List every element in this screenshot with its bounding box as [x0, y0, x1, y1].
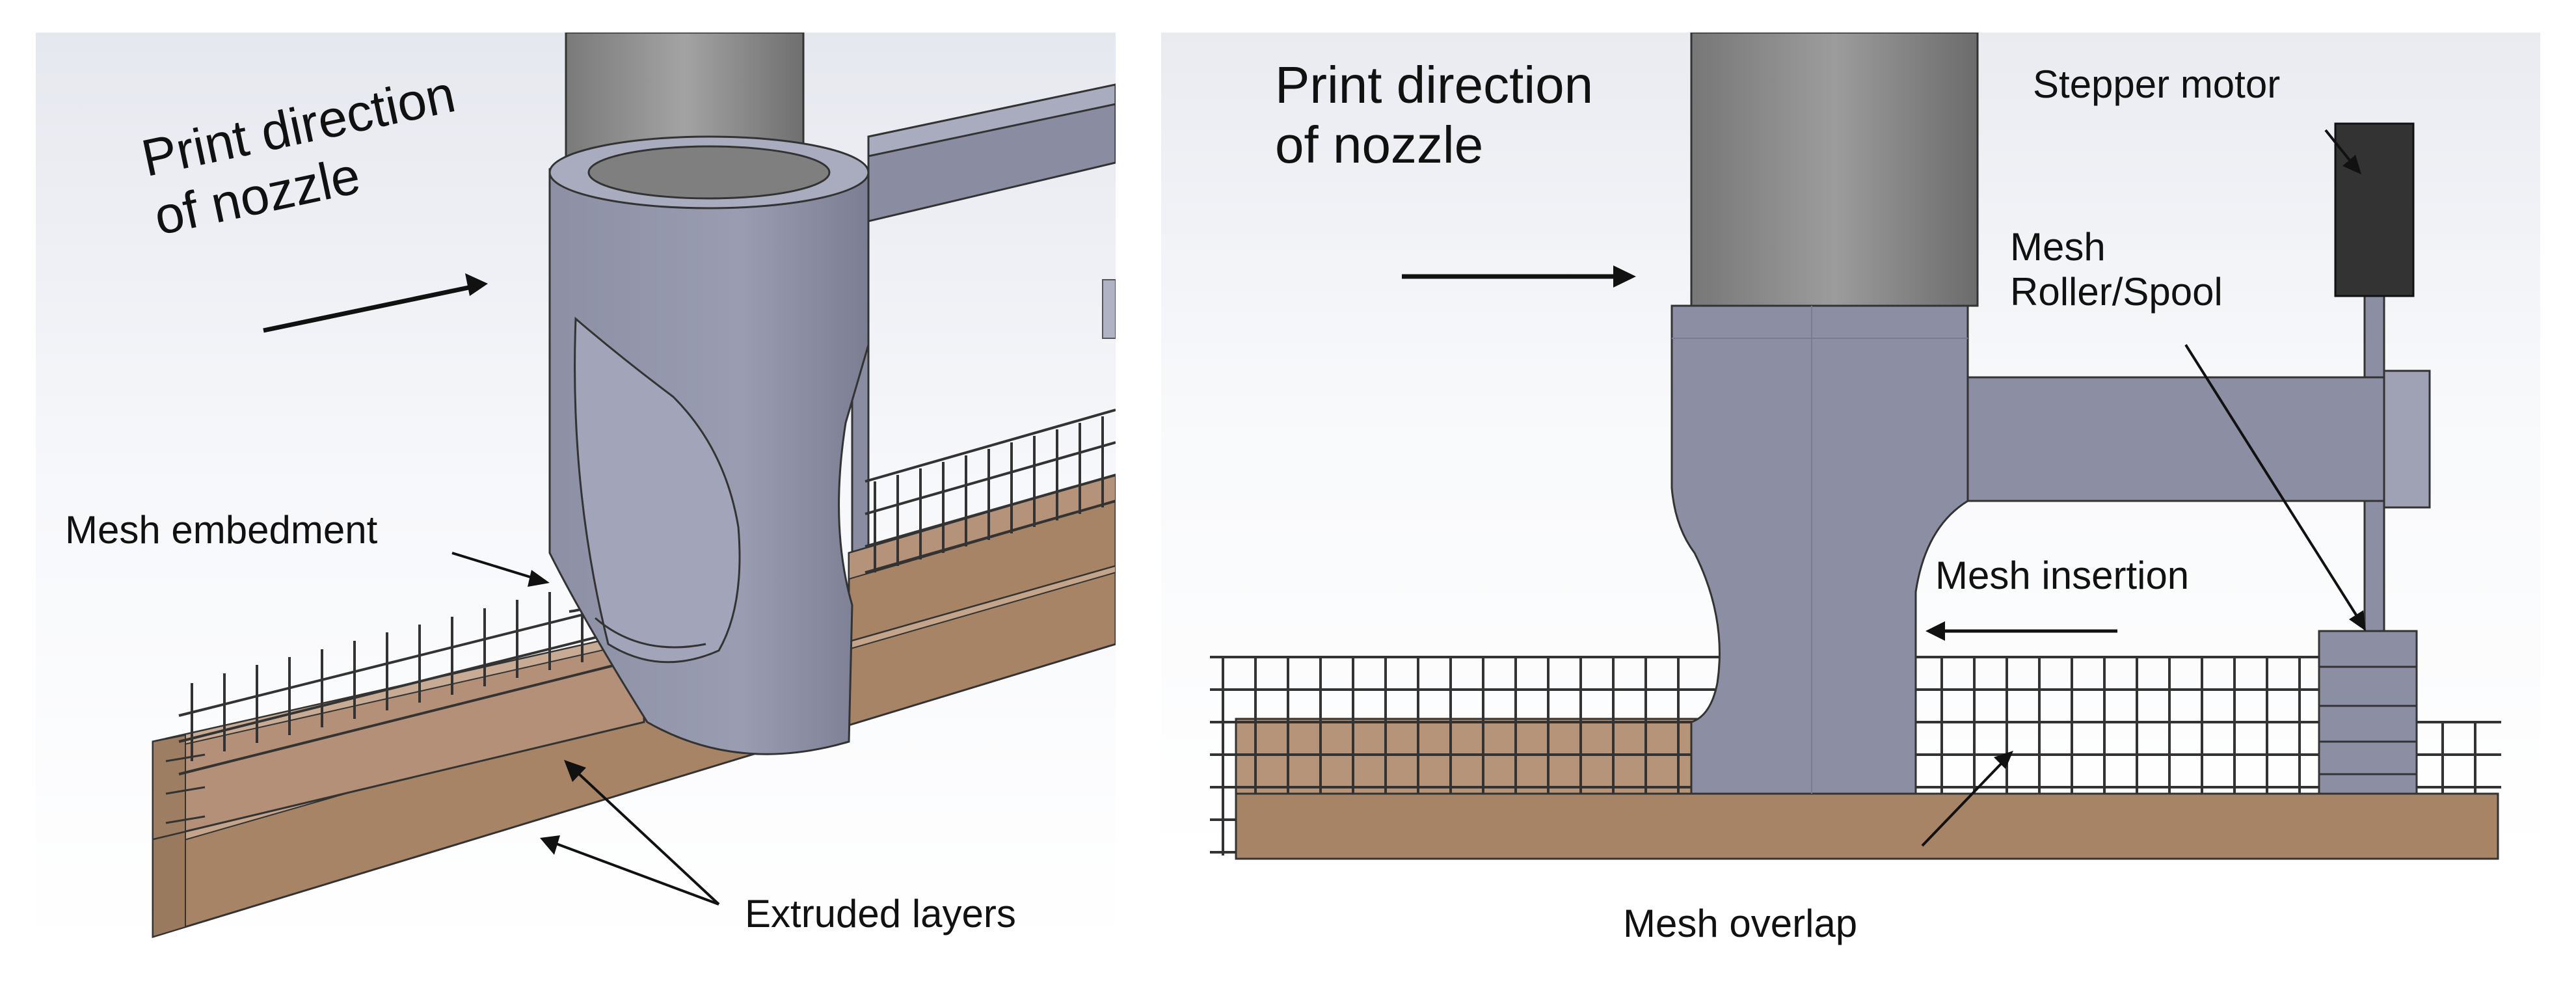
- side-view-panel: Print direction of nozzle Stepper motor …: [1161, 33, 2540, 862]
- nozzle-body: [1670, 304, 1969, 795]
- side-view-drawing: [1161, 33, 2540, 862]
- support-arm: [1966, 376, 2398, 502]
- isometric-view-panel: Print direction of nozzle Mesh embedment…: [36, 33, 1116, 950]
- mesh-back: [865, 409, 1116, 574]
- stepper-motor: [2334, 122, 2415, 297]
- print-direction-arrow: [263, 284, 476, 333]
- mesh-embedment-pointer: [451, 552, 537, 580]
- motor-shaft-lower: [2363, 500, 2385, 632]
- extruded-layer-base: [1235, 792, 2499, 860]
- extruded-layers-pointer-2: [552, 841, 719, 906]
- print-direction-label: Print direction of nozzle: [1275, 56, 1594, 174]
- print-head-cylinder: [1690, 33, 1979, 307]
- mesh-roller-label: Mesh Roller/Spool: [2010, 225, 2223, 314]
- mesh-embedment-label: Mesh embedment: [65, 508, 378, 552]
- stepper-motor-label: Stepper motor: [2033, 62, 2281, 106]
- isometric-view-drawing: [36, 33, 1116, 950]
- motor-shaft: [2363, 295, 2385, 379]
- mesh-roller-spool: [2318, 630, 2418, 795]
- stepper-motor-pointer: [2324, 129, 2353, 164]
- mesh-overlap-label: Mesh overlap: [1623, 902, 1858, 945]
- extruded-layer-top: [1235, 718, 1706, 795]
- mesh-roller-pointer: [2184, 343, 2359, 619]
- extruded-layers-label: Extruded layers: [745, 892, 1016, 936]
- extruded-layers-pointer-1: [574, 770, 720, 906]
- mesh-insertion-label: Mesh insertion: [1935, 554, 2190, 597]
- mesh-overlap-pointer: [1921, 760, 2005, 847]
